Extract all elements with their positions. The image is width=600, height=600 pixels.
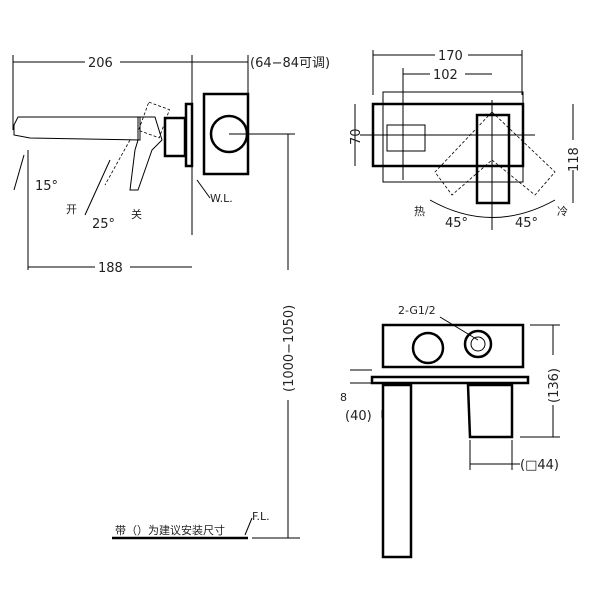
dim-118: 118 <box>567 147 582 172</box>
floor-line-label: F.L. <box>252 510 270 523</box>
dim-188: 188 <box>98 261 123 276</box>
angle-25: 25° <box>92 217 115 232</box>
top-view: 170 102 70 118 热 45° 45° 冷 <box>349 49 582 231</box>
side-view: 206 (64−84可调) W.L. 15° 开 25° 关 188 (1000… <box>12 55 330 540</box>
dim-206: 206 <box>88 56 113 71</box>
handle-top <box>475 113 511 205</box>
dim-136: (136) <box>547 368 562 403</box>
dim-height: (1000−1050) <box>282 305 297 392</box>
dim-square-44: (□44) <box>520 458 559 473</box>
angle-45-right: 45° <box>515 216 538 231</box>
label-close: 关 <box>131 207 142 221</box>
dim-102: 102 <box>433 68 458 83</box>
label-open: 开 <box>66 203 77 216</box>
spout <box>13 116 141 141</box>
body-sleeve <box>163 116 187 158</box>
front-view: 2-G1/2 8 (40) (136) (□44) <box>340 304 562 559</box>
inlet-label: 2-G1/2 <box>398 304 436 317</box>
wall-plate <box>370 375 530 385</box>
spout-front <box>381 383 413 559</box>
install-note: 带（）为建议安装尺寸 <box>115 523 225 537</box>
valve-box-front <box>381 323 525 369</box>
handle-front <box>466 383 514 439</box>
dim-8: 8 <box>340 391 347 404</box>
label-hot: 热 <box>414 205 425 218</box>
label-cold: 冷 <box>557 205 568 218</box>
dim-adjust: (64−84可调) <box>250 56 330 71</box>
handle <box>129 116 163 191</box>
wall-line-label: W.L. <box>210 192 233 205</box>
dim-70: 70 <box>349 128 364 145</box>
dim-170: 170 <box>438 49 463 64</box>
angle-15: 15° <box>35 179 58 194</box>
dim-40: (40) <box>345 409 372 424</box>
angle-45-left: 45° <box>445 216 468 231</box>
